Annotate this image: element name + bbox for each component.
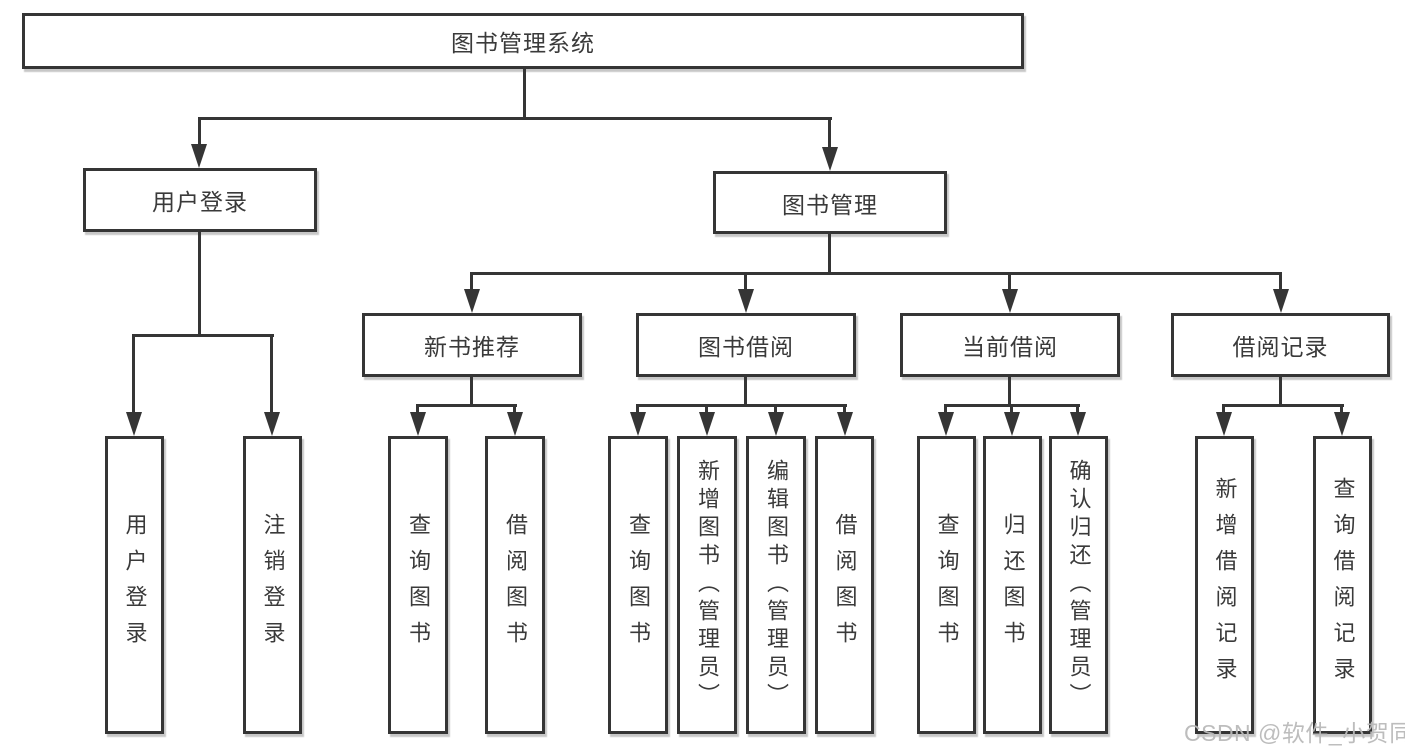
connector-nbr-hline: [416, 404, 517, 407]
csdn-watermark: CSDN @软件_小贺同学: [1184, 720, 1405, 746]
arrow-to-bb-edit: [768, 412, 784, 436]
node-root-label: 图书管理系统: [451, 30, 595, 56]
leaf-br-query-record-label: 查询借阅记录: [1330, 477, 1356, 693]
connector-cb-stem: [1008, 377, 1011, 406]
connector-book-mgmt-stem: [828, 234, 831, 274]
leaf-nbr-query-books: 查询图书: [388, 436, 448, 734]
arrow-to-nbr-query: [410, 412, 426, 436]
leaf-cb-return-books-label: 归还图书: [1000, 513, 1026, 657]
connector-bb-stem: [744, 377, 747, 406]
connector-br-stem: [1279, 377, 1282, 406]
connector-drop-cb-query: [944, 406, 947, 414]
connector-bb-hline: [636, 404, 847, 407]
leaf-logout: 注销登录: [243, 436, 302, 734]
arrow-to-nbr-borrow: [507, 412, 523, 436]
leaf-bb-add-books-admin: 新增图书（管理员）: [677, 436, 737, 734]
connector-br-hline: [1222, 404, 1344, 407]
connector-drop-current-borrow: [1008, 274, 1011, 291]
connector-drop-bb-add: [705, 406, 708, 414]
connector-drop-bb-borrow: [843, 406, 846, 414]
connector-drop-cb-return: [1010, 406, 1013, 414]
connector-cb-hline: [944, 404, 1080, 407]
connector-drop-book-borrow: [744, 274, 747, 291]
arrow-to-ul-logout: [264, 412, 280, 436]
leaf-br-query-record: 查询借阅记录: [1313, 436, 1372, 734]
connector-level3-hline: [470, 272, 1282, 275]
leaf-nbr-borrow-books: 借阅图书: [485, 436, 545, 734]
node-user-login-label: 用户登录: [152, 189, 248, 215]
arrow-to-cb-query: [938, 412, 954, 436]
node-current-borrow: 当前借阅: [900, 313, 1120, 377]
node-book-borrow: 图书借阅: [636, 313, 856, 377]
connector-drop-br-query: [1340, 406, 1343, 414]
arrow-to-bb-add: [699, 412, 715, 436]
node-book-borrow-label: 图书借阅: [698, 334, 794, 360]
leaf-br-add-record-label: 新增借阅记录: [1212, 477, 1238, 693]
arrow-to-new-book-rec: [464, 289, 480, 313]
node-root: 图书管理系统: [22, 13, 1024, 69]
arrow-to-br-query: [1334, 412, 1350, 436]
leaf-nbr-borrow-books-label: 借阅图书: [503, 513, 528, 657]
node-book-management: 图书管理: [713, 171, 947, 234]
connector-drop-nbr-borrow: [513, 406, 516, 414]
node-borrow-records-label: 借阅记录: [1232, 334, 1329, 360]
leaf-bb-query-books-label: 查询图书: [626, 513, 651, 657]
leaf-user-login: 用户登录: [105, 436, 164, 734]
arrow-to-br-add: [1216, 412, 1232, 436]
leaf-bb-borrow-books: 借阅图书: [815, 436, 874, 734]
connector-drop-book-mgmt: [828, 118, 831, 149]
leaf-br-add-record: 新增借阅记录: [1195, 436, 1254, 734]
leaf-bb-edit-books-admin-label: 编辑图书（管理员）: [764, 459, 789, 711]
node-user-login: 用户登录: [83, 168, 317, 232]
leaf-bb-borrow-books-label: 借阅图书: [832, 513, 858, 657]
arrow-to-current-borrow: [1002, 289, 1018, 313]
leaf-logout-label: 注销登录: [260, 513, 286, 657]
arrow-to-ul-login: [126, 412, 142, 436]
node-borrow-records: 借阅记录: [1171, 313, 1390, 377]
connector-nbr-stem: [470, 377, 473, 406]
arrow-to-cb-confirm: [1070, 412, 1086, 436]
leaf-cb-query-books: 查询图书: [917, 436, 976, 734]
connector-user-login-hline: [132, 334, 274, 337]
node-new-book-recommend-label: 新书推荐: [424, 334, 520, 360]
arrow-to-cb-return: [1004, 412, 1020, 436]
connector-root-stem: [523, 68, 526, 119]
arrow-to-user-login: [191, 144, 207, 168]
leaf-cb-confirm-return-admin-label: 确认归还（管理员）: [1066, 459, 1092, 711]
leaf-user-login-label: 用户登录: [122, 513, 148, 657]
connector-drop-borrow-records: [1279, 274, 1282, 291]
node-new-book-recommend: 新书推荐: [362, 313, 582, 377]
connector-drop-bb-edit: [774, 406, 777, 414]
leaf-cb-query-books-label: 查询图书: [934, 513, 960, 657]
arrow-to-book-borrow: [738, 289, 754, 313]
connector-drop-br-add: [1222, 406, 1225, 414]
node-current-borrow-label: 当前借阅: [962, 334, 1058, 360]
connector-drop-cb-confirm: [1076, 406, 1079, 414]
connector-user-login-stem: [198, 232, 201, 336]
node-book-management-label: 图书管理: [782, 191, 878, 218]
connector-drop-ul-login: [132, 336, 135, 414]
leaf-cb-return-books: 归还图书: [983, 436, 1042, 734]
arrow-to-book-mgmt: [822, 147, 838, 171]
leaf-bb-query-books: 查询图书: [608, 436, 668, 734]
arrow-to-borrow-records: [1273, 289, 1289, 313]
connector-level2-hline: [198, 117, 832, 120]
leaf-bb-edit-books-admin: 编辑图书（管理员）: [746, 436, 806, 734]
connector-drop-user-login: [198, 118, 201, 146]
leaf-nbr-query-books-label: 查询图书: [406, 513, 431, 657]
connector-drop-nbr-query: [416, 406, 419, 414]
connector-drop-bb-query: [636, 406, 639, 414]
arrow-to-bb-borrow: [837, 412, 853, 436]
connector-drop-ul-logout: [270, 336, 273, 414]
connector-drop-new-book-rec: [470, 274, 473, 291]
arrow-to-bb-query: [630, 412, 646, 436]
leaf-bb-add-books-admin-label: 新增图书（管理员）: [695, 459, 720, 711]
leaf-cb-confirm-return-admin: 确认归还（管理员）: [1049, 436, 1108, 734]
